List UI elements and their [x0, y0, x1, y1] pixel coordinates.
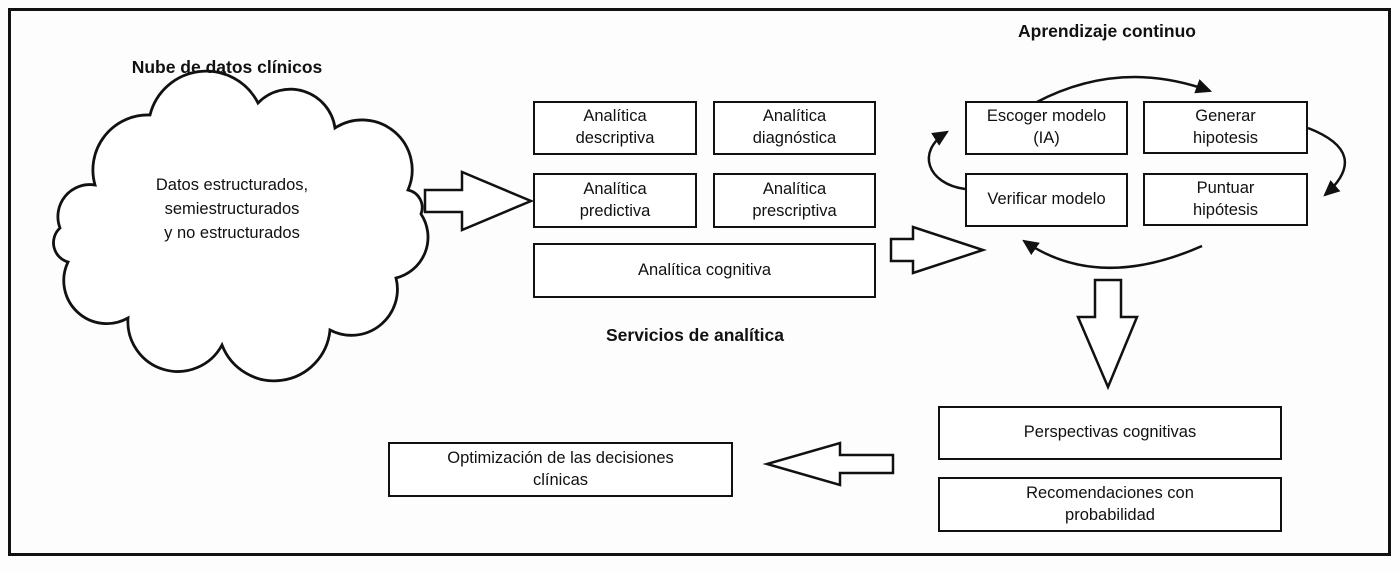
cloud-body-text: Datos estructurados, semiestructurados y…: [155, 176, 309, 242]
cycle-arc-top-icon: [1034, 75, 1213, 105]
cycle-arc-bottom-icon: [1022, 239, 1203, 269]
learning-loop-section-title: Aprendizaje continuo: [1018, 21, 1196, 41]
box-optimizacion-decisiones: Optimización de las decisiones clínicas: [388, 442, 733, 497]
box-analitica-cognitiva: Analítica cognitiva: [533, 243, 876, 298]
outer-border: [8, 8, 1391, 556]
box-escoger-modelo: Escoger modelo (IA): [965, 101, 1128, 155]
cloud-section-title: Nube de datos clínicos: [131, 57, 323, 77]
cycle-arc-left-icon: [927, 130, 966, 191]
box-analitica-descriptiva: Analítica descriptiva: [533, 101, 697, 155]
arrow-left-icon: [762, 441, 895, 487]
arrow-right-icon: [423, 170, 535, 232]
box-verificar-modelo: Verificar modelo: [965, 173, 1128, 227]
box-generar-hipotesis: Generar hipotesis: [1143, 101, 1308, 154]
arrow-right-icon: [889, 225, 988, 275]
box-perspectivas-cognitivas: Perspectivas cognitivas: [938, 406, 1282, 460]
box-analitica-prescriptiva: Analítica prescriptiva: [713, 173, 876, 228]
cycle-arc-right-icon: [1307, 126, 1347, 197]
arrow-down-icon: [1076, 278, 1139, 391]
box-analitica-predictiva: Analítica predictiva: [533, 173, 697, 228]
box-recomendaciones: Recomendaciones con probabilidad: [938, 477, 1282, 532]
box-analitica-diagnostica: Analítica diagnóstica: [713, 101, 876, 155]
cloud-icon: [52, 69, 430, 383]
analytics-section-title: Servicios de analítica: [605, 325, 784, 345]
box-puntuar-hipotesis: Puntuar hipótesis: [1143, 173, 1308, 226]
